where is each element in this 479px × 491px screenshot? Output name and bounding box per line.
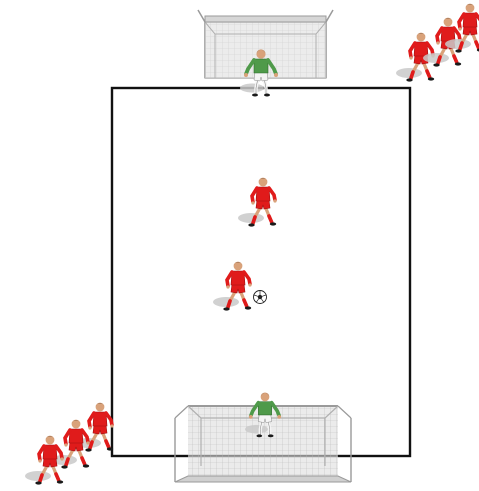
field-boundary [112, 88, 410, 456]
player-icon [213, 262, 252, 311]
player-icon [238, 178, 277, 227]
soccer-ball [254, 291, 267, 304]
midfield-player [238, 178, 277, 227]
dribbling-player [213, 262, 252, 311]
ball-icon [254, 291, 267, 304]
